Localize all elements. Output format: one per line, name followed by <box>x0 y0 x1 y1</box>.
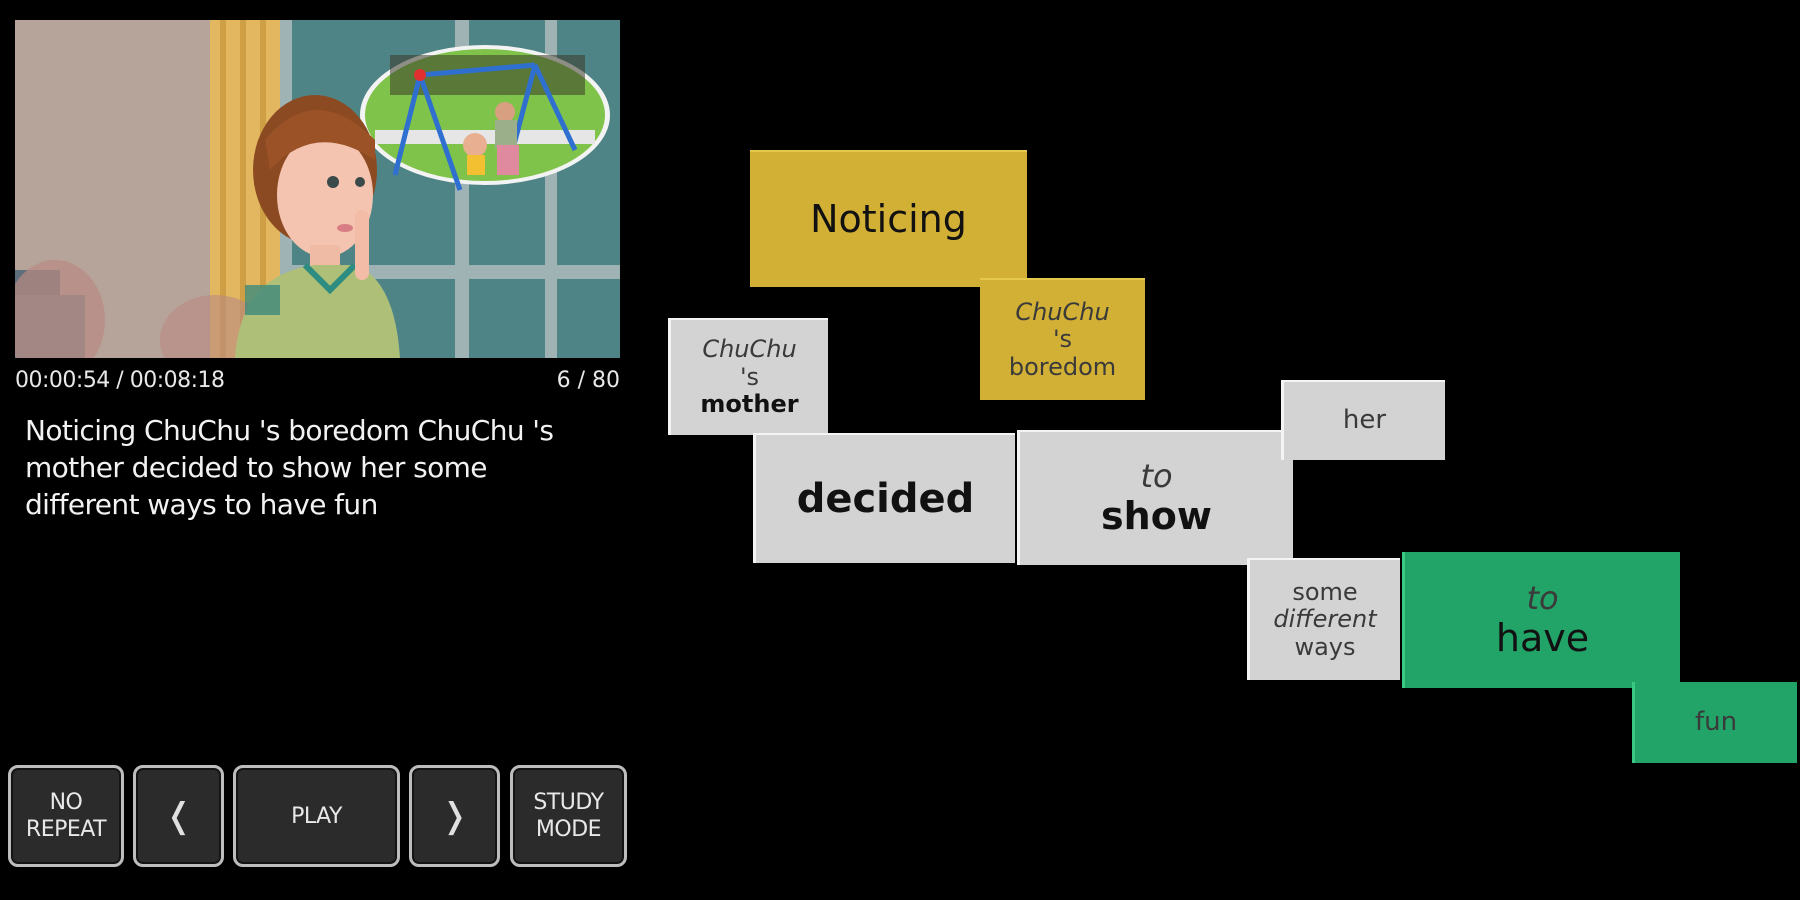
study-label-line1: STUDY <box>533 790 604 815</box>
repeat-label-line2: REPEAT <box>25 817 107 842</box>
previous-button[interactable]: ❬ <box>133 765 224 867</box>
chunk-text-particle: to <box>1140 457 1173 496</box>
play-button[interactable]: PLAY <box>233 765 400 867</box>
chevron-left-icon: ❬ <box>164 795 194 836</box>
playback-timecode: 00:00:54 / 00:08:18 <box>15 368 225 393</box>
chunk-text-verb: have <box>1495 615 1590 660</box>
chunk-text-possessor: ChuChu <box>702 335 797 364</box>
chunk-text-possessive: 's <box>1052 325 1073 354</box>
chunk-fun[interactable]: fun <box>1632 682 1797 763</box>
study-mode-button[interactable]: STUDY MODE <box>510 765 627 867</box>
chunk-some-different-ways[interactable]: some different ways <box>1247 558 1400 680</box>
chunk-text-noun: mother <box>700 390 799 419</box>
sentence-counter: 6 / 80 <box>556 368 620 393</box>
play-label: PLAY <box>291 803 342 829</box>
chunk-text-determiner: some <box>1292 577 1358 606</box>
chunk-text: decided <box>796 476 975 522</box>
video-frame[interactable] <box>15 20 620 358</box>
chunk-text: her <box>1342 405 1387 436</box>
video-scene-illustration <box>15 20 620 358</box>
chunk-text: fun <box>1694 706 1738 737</box>
chunk-text-particle: to <box>1526 578 1559 617</box>
study-label-line2: MODE <box>535 817 602 842</box>
chunk-noticing[interactable]: Noticing <box>750 150 1027 287</box>
chunk-text-noun: ways <box>1294 632 1356 661</box>
chunk-text-possessor: ChuChu <box>1015 297 1110 326</box>
chunk-text-verb: show <box>1101 494 1212 539</box>
repeat-label-line1: NO <box>49 790 83 815</box>
chunk-text-adjective: different <box>1273 605 1377 634</box>
chunk-text: Noticing <box>810 196 967 241</box>
sentence-caption: Noticing ChuChu 's boredom ChuChu 's mot… <box>25 414 554 521</box>
chevron-right-icon: ❭ <box>440 795 470 836</box>
chunk-her[interactable]: her <box>1281 380 1445 460</box>
chunk-text-noun: boredom <box>1008 352 1117 381</box>
chunk-text-possessive: 's <box>739 362 760 391</box>
chunk-to-have[interactable]: to have <box>1402 552 1680 688</box>
repeat-toggle-button[interactable]: NO REPEAT <box>8 765 124 867</box>
chunk-chuchus-mother[interactable]: ChuChu 's mother <box>668 318 828 435</box>
next-button[interactable]: ❭ <box>409 765 500 867</box>
chunk-chuchus-boredom[interactable]: ChuChu 's boredom <box>980 278 1145 400</box>
chunk-to-show[interactable]: to show <box>1017 430 1293 565</box>
chunk-decided[interactable]: decided <box>753 433 1015 563</box>
